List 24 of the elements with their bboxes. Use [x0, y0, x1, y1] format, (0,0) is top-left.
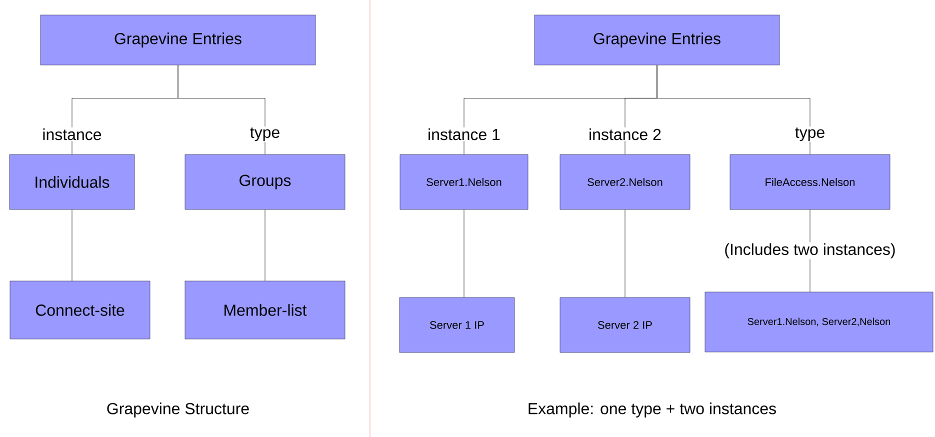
entry-box: Server1.Nelson: [400, 154, 528, 210]
edge-label: type: [248, 126, 282, 142]
entry-box: FileAccess.Nelson: [730, 154, 890, 210]
connector-line: [624, 210, 626, 298]
entry-box: Connect-site: [10, 280, 150, 340]
caption-text: Example: one type + two instances: [528, 402, 776, 418]
entry-box: Groups: [184, 154, 346, 210]
connector-line: [178, 65, 266, 154]
connector-line: [656, 65, 810, 154]
entry-box: Individuals: [9, 154, 135, 210]
entry-box: Grapevine Entries: [40, 14, 316, 66]
connector-line: [264, 210, 266, 281]
entry-box: Server2.Nelson: [560, 154, 690, 210]
entry-box: Server 1 IP: [399, 297, 515, 353]
edge-label: instance 1: [426, 127, 502, 142]
entry-box: Server1.Nelson, Server2,Nelson: [704, 292, 934, 352]
caption-text: Grapevine Structure: [107, 402, 249, 418]
edge-label: type: [794, 126, 826, 142]
edge-label: (Includes two instances): [723, 242, 897, 260]
entry-box: Grapevine Entries: [534, 14, 780, 66]
entry-box: Server 2 IP: [560, 297, 690, 353]
edge-label: instance 2: [588, 127, 662, 142]
edge-label: instance: [41, 127, 103, 142]
entry-box: Member-list: [184, 280, 346, 340]
